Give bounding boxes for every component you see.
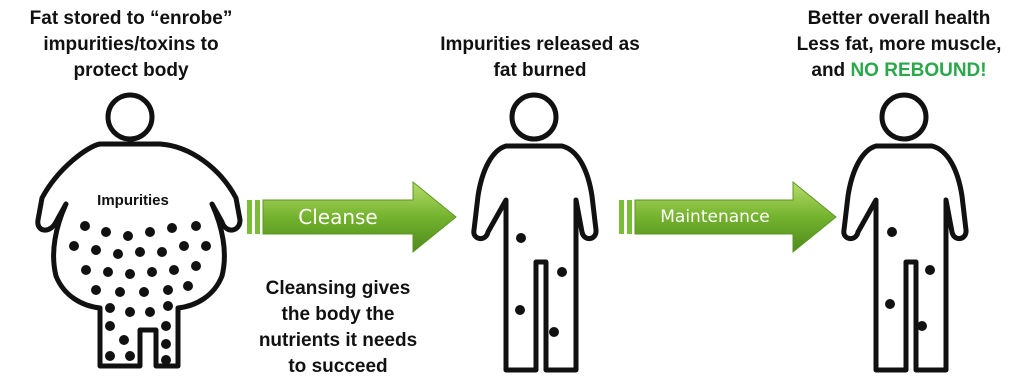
note-line: the body the	[281, 304, 395, 325]
note-line: to succeed	[288, 356, 388, 377]
stage2-caption: Impurities released as fat burned	[405, 32, 675, 84]
stage3-caption-prefix: and	[811, 60, 851, 81]
healthy-figure	[841, 92, 969, 373]
maintenance-arrow	[619, 180, 837, 254]
thin-figure-release	[471, 92, 599, 373]
stage1-caption-line: Fat stored to “enrobe”	[29, 8, 233, 29]
healthy-figure-head	[879, 92, 929, 142]
stage1-caption: Fat stored to “enrobe” impurities/toxins…	[0, 6, 262, 84]
remaining-impurity-dots	[515, 233, 567, 337]
impurity-dots	[69, 221, 211, 365]
no-rebound-highlight: NO REBOUND!	[850, 60, 987, 81]
fat-figure	[35, 92, 243, 369]
impurities-label: Impurities	[97, 192, 169, 209]
stage3-caption-line: Less fat, more muscle,	[796, 34, 1002, 55]
cleansing-note: Cleansing gives the body the nutrients i…	[238, 276, 438, 380]
healthy-figure-body	[841, 143, 969, 373]
note-line: nutrients it needs	[258, 330, 418, 351]
healthy-figure-dots	[885, 227, 935, 331]
thin-figure-body	[471, 143, 599, 373]
cleanse-arrow	[247, 180, 457, 254]
cleanse-label: Cleanse	[298, 205, 378, 229]
maintenance-label: Maintenance	[660, 207, 770, 227]
stage3-caption-line-last: and NO REBOUND!	[770, 58, 1028, 84]
stage2-caption-line: Impurities released as	[440, 34, 640, 55]
note-line: Cleansing gives	[265, 278, 411, 299]
stage3-caption: Better overall health Less fat, more mus…	[770, 6, 1028, 84]
fat-figure-head	[105, 92, 155, 142]
stage2-caption-line: fat burned	[493, 60, 587, 81]
thin-figure-head	[509, 92, 559, 142]
stage3-caption-line: Better overall health	[807, 8, 991, 29]
stage1-caption-line: protect body	[73, 60, 189, 81]
stage1-caption-line: impurities/toxins to	[43, 34, 219, 55]
